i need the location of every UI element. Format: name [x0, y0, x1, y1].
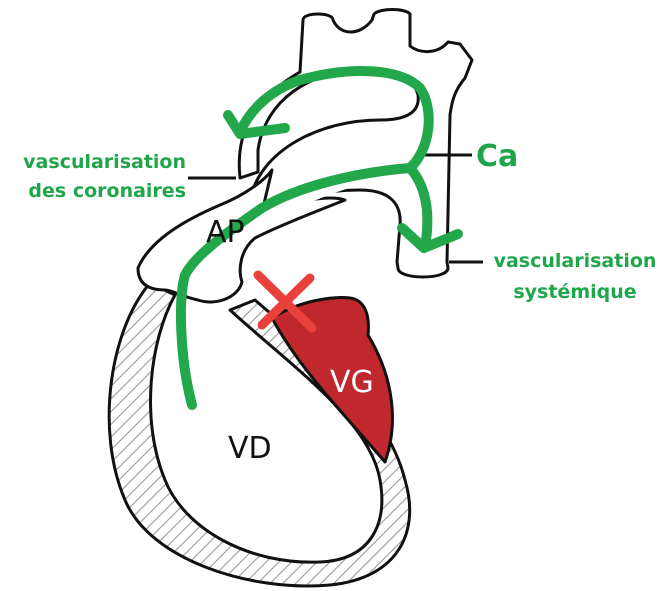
aorta: [239, 10, 472, 278]
vg-label: VG: [330, 365, 374, 400]
coronary-label-line2: des coronaires: [28, 180, 186, 202]
coronary-label-line1: vascularisation: [23, 151, 186, 173]
ap-label: AP: [206, 215, 245, 250]
ca-label: Ca: [476, 139, 518, 174]
systemic-label-line1: vascularisation: [494, 250, 657, 272]
systemic-label-line2: systémique: [513, 281, 636, 303]
vd-label: VD: [228, 431, 272, 466]
